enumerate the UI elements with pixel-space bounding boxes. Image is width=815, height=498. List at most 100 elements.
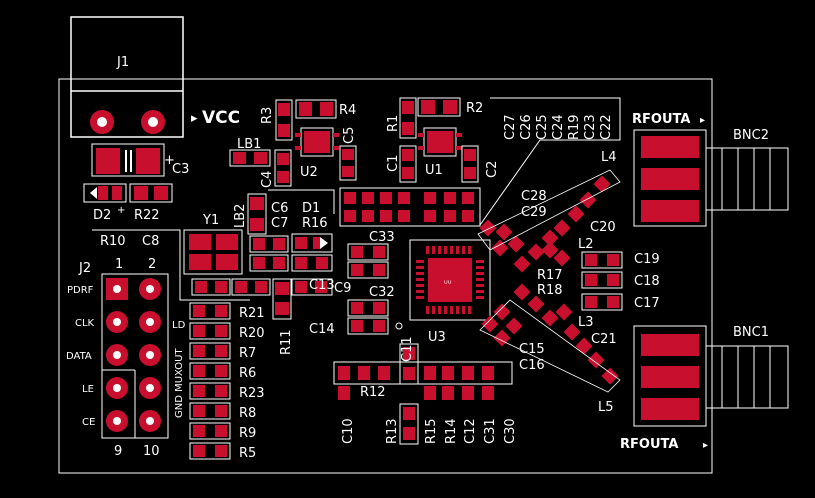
board-outline	[58, 78, 713, 474]
label-lb1: LB1	[237, 137, 261, 152]
svg-text:DATA: DATA	[66, 351, 92, 362]
label-c15: C15	[519, 342, 545, 357]
inductor-lb2[interactable]	[247, 193, 267, 235]
resistor-r22[interactable]: R22	[129, 183, 173, 223]
label-c32: C32	[369, 285, 395, 300]
svg-text:2: 2	[148, 257, 156, 272]
connector-bnc1[interactable]: BNC1	[633, 325, 789, 427]
svg-text:1: 1	[115, 257, 123, 272]
capacitor-c7[interactable]	[249, 235, 289, 253]
svg-text:R7: R7	[239, 346, 256, 361]
label-c5: C5	[342, 127, 357, 144]
label-rfouta-bottom: RFOUTA	[620, 437, 678, 452]
svg-text:CE: CE	[82, 417, 95, 428]
resistor-column-labels: R21 R20 R7 R6 R23 R8 R9 R5	[239, 306, 265, 461]
resistor-r2[interactable]	[417, 97, 461, 117]
svg-text:9: 9	[114, 444, 122, 459]
capacitor-c2[interactable]	[461, 145, 479, 183]
resistor-r4[interactable]	[295, 99, 337, 119]
svg-text:▸: ▸	[700, 115, 705, 126]
svg-text:R6: R6	[239, 366, 256, 381]
label-u2: U2	[300, 165, 318, 180]
label-c4: C4	[260, 171, 275, 188]
capacitor-c32[interactable]	[347, 299, 389, 335]
diode-d1[interactable]	[291, 233, 333, 253]
top-vertical-labels: C27 C26 C25 C24 R19 C23 C22	[503, 114, 614, 140]
label-bnc2: BNC2	[733, 128, 769, 143]
bottom-pad-group[interactable]	[333, 343, 513, 445]
svg-text:PDRF: PDRF	[67, 285, 94, 296]
diode-d2[interactable]: D2 +	[83, 183, 127, 223]
label-r4: R4	[339, 103, 356, 118]
svg-text:R19: R19	[567, 114, 582, 140]
label-r22: R22	[134, 208, 160, 223]
ic-u1[interactable]: U1	[418, 127, 462, 178]
diagonal-caps-lower[interactable]	[481, 283, 619, 385]
capacitor-c19-c18-c17[interactable]	[581, 251, 623, 311]
label-c3: C3	[172, 162, 189, 177]
svg-text:C22: C22	[599, 114, 614, 140]
ic-u3[interactable]: ᵁᵁ U3	[395, 239, 491, 345]
svg-text:C27: C27	[503, 114, 518, 140]
label-c28: C28	[521, 189, 547, 204]
label-r16: R16	[302, 216, 328, 231]
crystal-y1[interactable]	[183, 229, 243, 275]
svg-text:LD: LD	[172, 320, 186, 331]
resistor-r3[interactable]	[275, 99, 293, 141]
svg-text:▸: ▸	[703, 440, 708, 451]
capacitor-c4[interactable]	[274, 149, 292, 187]
connector-j1[interactable]: J1	[70, 16, 184, 138]
label-c16: C16	[519, 358, 545, 373]
label-l5: L5	[598, 400, 614, 415]
label-c6: C6	[271, 201, 288, 216]
label-r3: R3	[260, 107, 275, 124]
label-c11: C11	[400, 336, 415, 362]
capacitor-c3[interactable]: + C3	[91, 143, 189, 177]
diagonal-caps-upper[interactable]	[479, 175, 611, 273]
label-d1: D1	[302, 201, 320, 216]
svg-text:R23: R23	[239, 386, 265, 401]
label-c13: C13	[309, 278, 335, 293]
resistor-r16[interactable]	[249, 254, 333, 272]
label-lb2: LB2	[233, 204, 248, 228]
header-j2[interactable]	[101, 273, 169, 439]
svg-text:R20: R20	[239, 326, 265, 341]
label-r18: R18	[537, 283, 563, 298]
label-c1: C1	[386, 155, 401, 172]
capacitor-c5[interactable]	[339, 145, 357, 181]
label-r2: R2	[466, 101, 483, 116]
pad-row-top[interactable]	[339, 187, 481, 227]
svg-text:LE: LE	[82, 384, 94, 395]
svg-text:R8: R8	[239, 406, 256, 421]
label-j2: J2	[78, 261, 91, 276]
svg-text:+: +	[117, 205, 125, 216]
ic-u2[interactable]: U2	[295, 127, 339, 180]
svg-text:+: +	[164, 153, 175, 168]
resistor-column[interactable]	[189, 302, 231, 460]
svg-text:C25: C25	[535, 114, 550, 140]
svg-text:GND MUXOUT: GND MUXOUT	[174, 348, 185, 418]
resistor-r11[interactable]	[272, 278, 292, 320]
label-c12: C12	[463, 418, 478, 444]
svg-text:C26: C26	[519, 114, 534, 140]
label-r11: R11	[279, 329, 294, 355]
label-r10: R10	[100, 234, 126, 249]
label-c29: C29	[521, 205, 547, 220]
pad-row-c9[interactable]	[191, 278, 333, 296]
label-vcc: VCC	[202, 108, 240, 128]
label-c19: C19	[634, 252, 660, 267]
label-r12: R12	[360, 385, 386, 400]
label-c21: C21	[591, 332, 617, 347]
connector-bnc2[interactable]: BNC2	[633, 128, 789, 227]
resistor-r1[interactable]	[399, 97, 417, 139]
capacitor-c33[interactable]	[347, 243, 389, 279]
label-c2: C2	[485, 161, 500, 178]
label-j1: J1	[116, 55, 129, 70]
capacitor-c1[interactable]	[399, 145, 417, 183]
svg-text:CLK: CLK	[75, 318, 95, 329]
label-y1: Y1	[202, 213, 219, 228]
label-c10: C10	[341, 418, 356, 444]
inductor-lb1[interactable]	[229, 149, 271, 167]
svg-text:▸: ▸	[191, 111, 198, 126]
